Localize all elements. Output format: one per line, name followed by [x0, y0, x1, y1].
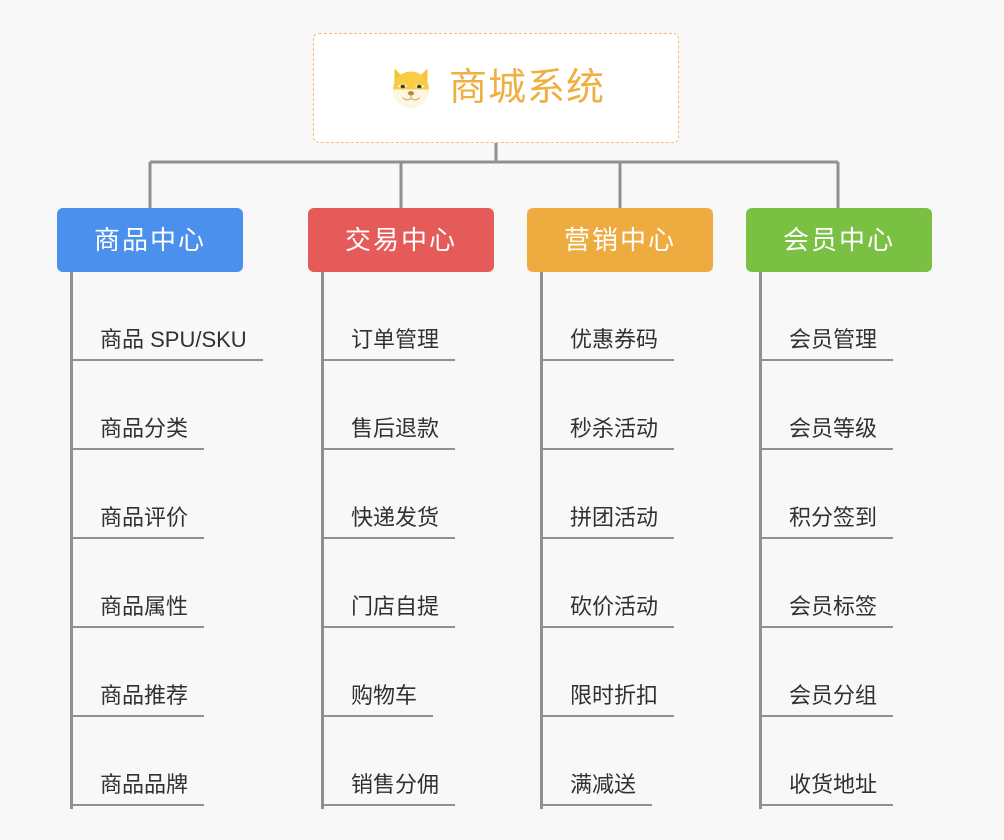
leaf-label: 商品 SPU/SKU [70, 327, 263, 361]
branch-trunk-2 [540, 272, 543, 809]
list-item[interactable]: 积分签到 [759, 450, 1004, 539]
leaf-label: 商品属性 [70, 594, 205, 628]
branch-header-0[interactable]: 商品中心 [57, 208, 243, 272]
leaf-label: 购物车 [321, 683, 434, 717]
leaf-label: 会员标签 [759, 594, 894, 628]
branch-header-1[interactable]: 交易中心 [308, 208, 494, 272]
list-item[interactable]: 限时折扣 [540, 628, 800, 717]
leaf-label: 限时折扣 [540, 683, 675, 717]
branch-header-label: 营销中心 [563, 225, 676, 255]
leaf-label: 优惠券码 [540, 327, 675, 361]
leaf-label: 收货地址 [759, 772, 894, 806]
leaf-label: 销售分佣 [321, 772, 456, 806]
leaf-label: 会员分组 [759, 683, 894, 717]
leaf-label: 售后退款 [321, 416, 456, 450]
list-item[interactable]: 商品品牌 [70, 717, 330, 806]
list-item[interactable]: 商品评价 [70, 450, 330, 539]
list-item[interactable]: 会员管理 [759, 272, 1004, 361]
branch-column-2: 营销中心 优惠券码 秒杀活动 拼团活动 砍价活动 限时折扣 [527, 208, 713, 809]
branch-column-1: 交易中心 订单管理 售后退款 快递发货 门店自提 购物车 [308, 208, 494, 809]
list-item[interactable]: 快递发货 [321, 450, 581, 539]
leaf-list-3: 会员管理 会员等级 积分签到 会员标签 会员分组 收货地址 [759, 272, 1004, 806]
list-item[interactable]: 门店自提 [321, 539, 581, 628]
branch-column-3: 会员中心 会员管理 会员等级 积分签到 会员标签 会员分组 [746, 208, 932, 809]
leaf-list-0: 商品 SPU/SKU 商品分类 商品评价 商品属性 商品推荐 商品品牌 [70, 272, 330, 806]
leaf-label: 快递发货 [321, 505, 456, 539]
leaf-label: 订单管理 [321, 327, 456, 361]
branch-column-0: 商品中心 商品 SPU/SKU 商品分类 商品评价 商品属性 商品推荐 [57, 208, 263, 809]
list-item[interactable]: 满减送 [540, 717, 800, 806]
leaf-label: 商品推荐 [70, 683, 205, 717]
root-title: 商城系统 [448, 67, 605, 109]
branch-header-label: 会员中心 [782, 225, 895, 255]
leaf-label: 秒杀活动 [540, 416, 675, 450]
branch-header-label: 商品中心 [93, 225, 206, 255]
branch-header-2[interactable]: 营销中心 [527, 208, 713, 272]
leaf-label: 满减送 [540, 772, 653, 806]
branch-trunk-3 [759, 272, 762, 809]
leaf-label: 积分签到 [759, 505, 894, 539]
shiba-dog-face-icon [392, 68, 429, 108]
list-item[interactable]: 销售分佣 [321, 717, 581, 806]
leaf-label: 拼团活动 [540, 505, 675, 539]
branch-columns: 商品中心 商品 SPU/SKU 商品分类 商品评价 商品属性 商品推荐 [0, 208, 1004, 840]
leaf-list-2: 优惠券码 秒杀活动 拼团活动 砍价活动 限时折扣 满减送 [540, 272, 800, 806]
list-item[interactable]: 会员等级 [759, 361, 1004, 450]
list-item[interactable]: 商品 SPU/SKU [70, 272, 330, 361]
leaf-list-1: 订单管理 售后退款 快递发货 门店自提 购物车 销售分佣 [321, 272, 581, 806]
list-item[interactable]: 订单管理 [321, 272, 581, 361]
branch-header-label: 交易中心 [344, 225, 457, 255]
branch-trunk-0 [70, 272, 73, 809]
list-item[interactable]: 拼团活动 [540, 450, 800, 539]
branch-trunk-1 [321, 272, 324, 809]
leaf-label: 门店自提 [321, 594, 456, 628]
list-item[interactable]: 会员标签 [759, 539, 1004, 628]
leaf-label: 商品品牌 [70, 772, 205, 806]
leaf-label: 商品评价 [70, 505, 205, 539]
leaf-label: 商品分类 [70, 416, 205, 450]
list-item[interactable]: 会员分组 [759, 628, 1004, 717]
branch-header-3[interactable]: 会员中心 [746, 208, 932, 272]
list-item[interactable]: 秒杀活动 [540, 361, 800, 450]
list-item[interactable]: 商品属性 [70, 539, 330, 628]
list-item[interactable]: 优惠券码 [540, 272, 800, 361]
root-node[interactable]: 商城系统 [313, 33, 679, 143]
list-item[interactable]: 商品推荐 [70, 628, 330, 717]
leaf-label: 会员等级 [759, 416, 894, 450]
list-item[interactable]: 购物车 [321, 628, 581, 717]
list-item[interactable]: 砍价活动 [540, 539, 800, 628]
leaf-label: 会员管理 [759, 327, 894, 361]
list-item[interactable]: 售后退款 [321, 361, 581, 450]
list-item[interactable]: 商品分类 [70, 361, 330, 450]
list-item[interactable]: 收货地址 [759, 717, 1004, 806]
leaf-label: 砍价活动 [540, 594, 675, 628]
